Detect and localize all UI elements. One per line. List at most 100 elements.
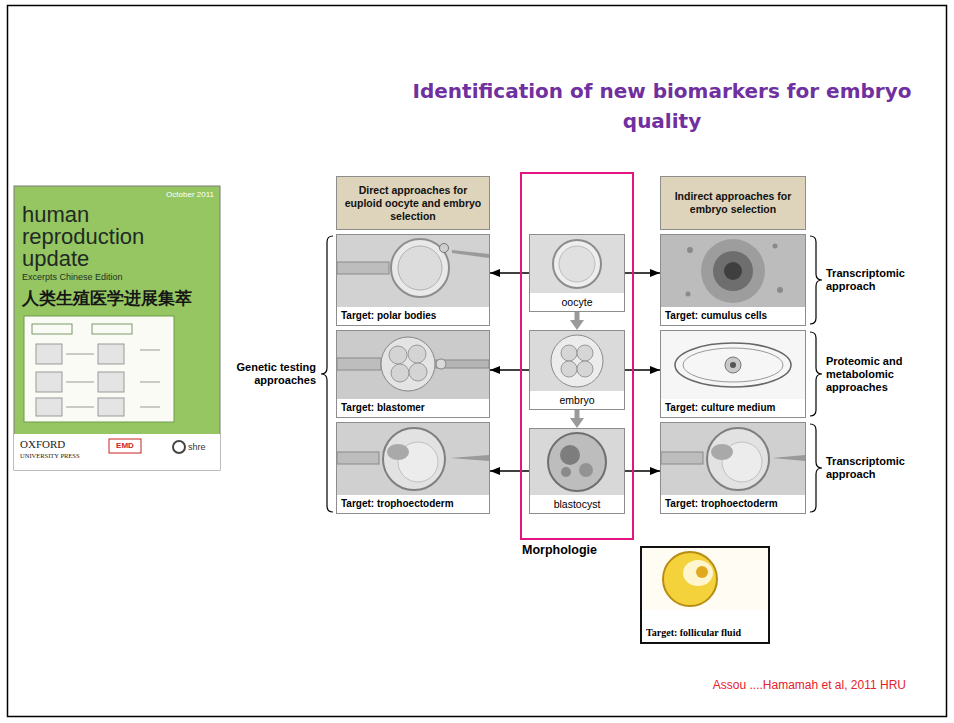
blastocyst-shape <box>707 428 769 490</box>
selection-arrow <box>490 470 529 471</box>
eshre-logo <box>173 441 185 453</box>
header-box: Direct approaches for euploid oocyte and… <box>336 176 490 230</box>
cumulus-mass <box>724 262 742 280</box>
cumulus-cell <box>773 244 778 249</box>
stage-cell: oocyte <box>529 234 625 312</box>
journal-cover <box>14 186 220 470</box>
emd-logo <box>109 439 141 453</box>
bracket-label: Proteomic and metabolomic approaches <box>826 355 936 394</box>
cover-background <box>14 186 220 470</box>
target-label: Target: blastomer <box>337 400 489 417</box>
photo-ground <box>661 423 805 495</box>
medium-drop <box>725 357 741 373</box>
selection-arrow <box>625 470 660 471</box>
blastomere <box>389 346 407 364</box>
header-text: Direct approaches for euploid oocyte and… <box>337 182 489 225</box>
photo-ground <box>661 331 805 399</box>
cumulus-mass <box>713 251 753 291</box>
cover-figure-box <box>36 372 62 392</box>
cumulus-cell <box>777 287 783 293</box>
follicle-shape <box>663 552 717 606</box>
curly-bracket <box>810 236 822 324</box>
stage-label: embryo <box>530 393 624 409</box>
blastomere <box>391 364 409 382</box>
photo-ground <box>530 235 624 293</box>
inner-cell-mass <box>387 444 409 460</box>
logo-text: EMD <box>109 440 141 452</box>
photo-ground <box>530 331 624 391</box>
bracket-label: Transcriptomic approach <box>826 455 936 481</box>
blastomere <box>561 361 577 377</box>
blastomere <box>577 345 593 361</box>
trophectoderm-photo <box>661 423 805 495</box>
cover-footer <box>14 434 220 470</box>
photo-ground <box>337 331 489 399</box>
blastocyst-shape <box>548 433 606 491</box>
target-cell: Target: trophoectoderm <box>660 422 806 514</box>
biopsy-needle <box>772 455 805 461</box>
curly-bracket <box>810 332 822 416</box>
blastomere <box>409 363 427 381</box>
cover-figure-box <box>32 324 72 334</box>
inner-cell-mass <box>711 444 733 460</box>
biopsy-needle <box>452 250 489 258</box>
header-box: Indirect approaches for embryo selection <box>660 176 806 230</box>
target-label: Target: follicular fluid <box>642 625 768 642</box>
selection-arrow <box>490 272 529 273</box>
target-cell: Target: trophoectoderm <box>336 422 490 514</box>
cover-figure-box <box>98 372 124 392</box>
cover-subtitle: Excerpts Chinese Edition <box>22 272 212 283</box>
oocyte-photo <box>530 235 624 293</box>
curly-bracket <box>321 236 333 512</box>
publisher-name: OXFORD <box>20 438 104 451</box>
follicle-box: Target: follicular fluid <box>640 546 770 644</box>
selection-arrow <box>490 369 529 370</box>
slide-title: Identification of new biomarkers for emb… <box>402 76 922 136</box>
embryo-shape <box>381 337 435 391</box>
target-label: Target: trophoectoderm <box>661 496 805 513</box>
cumulus-mass <box>701 239 765 303</box>
cover-figure-box <box>98 344 124 364</box>
blastomere <box>561 345 577 361</box>
cell-mass <box>560 445 580 465</box>
follicle-antrum <box>683 560 713 586</box>
selection-arrow <box>625 272 660 273</box>
holding-pipette <box>337 262 389 274</box>
oocyte-shape <box>559 246 595 282</box>
holding-pipette <box>337 358 381 370</box>
polar-body <box>440 244 449 253</box>
publisher-name: UNIVERSITY PRESS <box>20 452 104 460</box>
cell-mass <box>579 463 593 477</box>
target-label: Target: polar bodies <box>337 308 489 325</box>
slide-border <box>8 6 947 717</box>
polar-body-photo <box>337 235 489 307</box>
holding-pipette <box>661 452 703 464</box>
bracket-label: Transcriptomic approach <box>826 267 936 293</box>
cover-figure-box <box>36 344 62 364</box>
embryo-dot <box>730 362 736 368</box>
blastomere <box>577 361 593 377</box>
cover-figure-box <box>92 324 132 334</box>
cover-chinese-title: 人类生殖医学进展集萃 <box>22 288 212 308</box>
cumulus-cell <box>686 292 691 297</box>
follicle-oocyte <box>696 566 708 578</box>
cover-figure-box <box>98 398 124 416</box>
target-cell: Target: cumulus cells <box>660 234 806 326</box>
header-text: Indirect approaches for embryo selection <box>661 188 805 218</box>
target-cell: Target: culture medium <box>660 330 806 418</box>
selection-arrow <box>625 369 660 370</box>
target-label: Target: trophoectoderm <box>337 496 489 513</box>
blastocyst-shape <box>383 428 445 490</box>
journal-name: human reproduction update <box>22 204 172 270</box>
blastomere-photo <box>337 331 489 399</box>
oocyte-shape <box>553 240 601 288</box>
cover-figure-lines <box>66 350 160 407</box>
cover-figure <box>24 316 174 422</box>
stage-cell: blastocyst <box>529 428 625 514</box>
frame-label: Morphologie <box>522 543 597 558</box>
photo-ground <box>642 548 768 610</box>
photo-ground <box>661 235 805 307</box>
blastomere <box>408 345 426 363</box>
